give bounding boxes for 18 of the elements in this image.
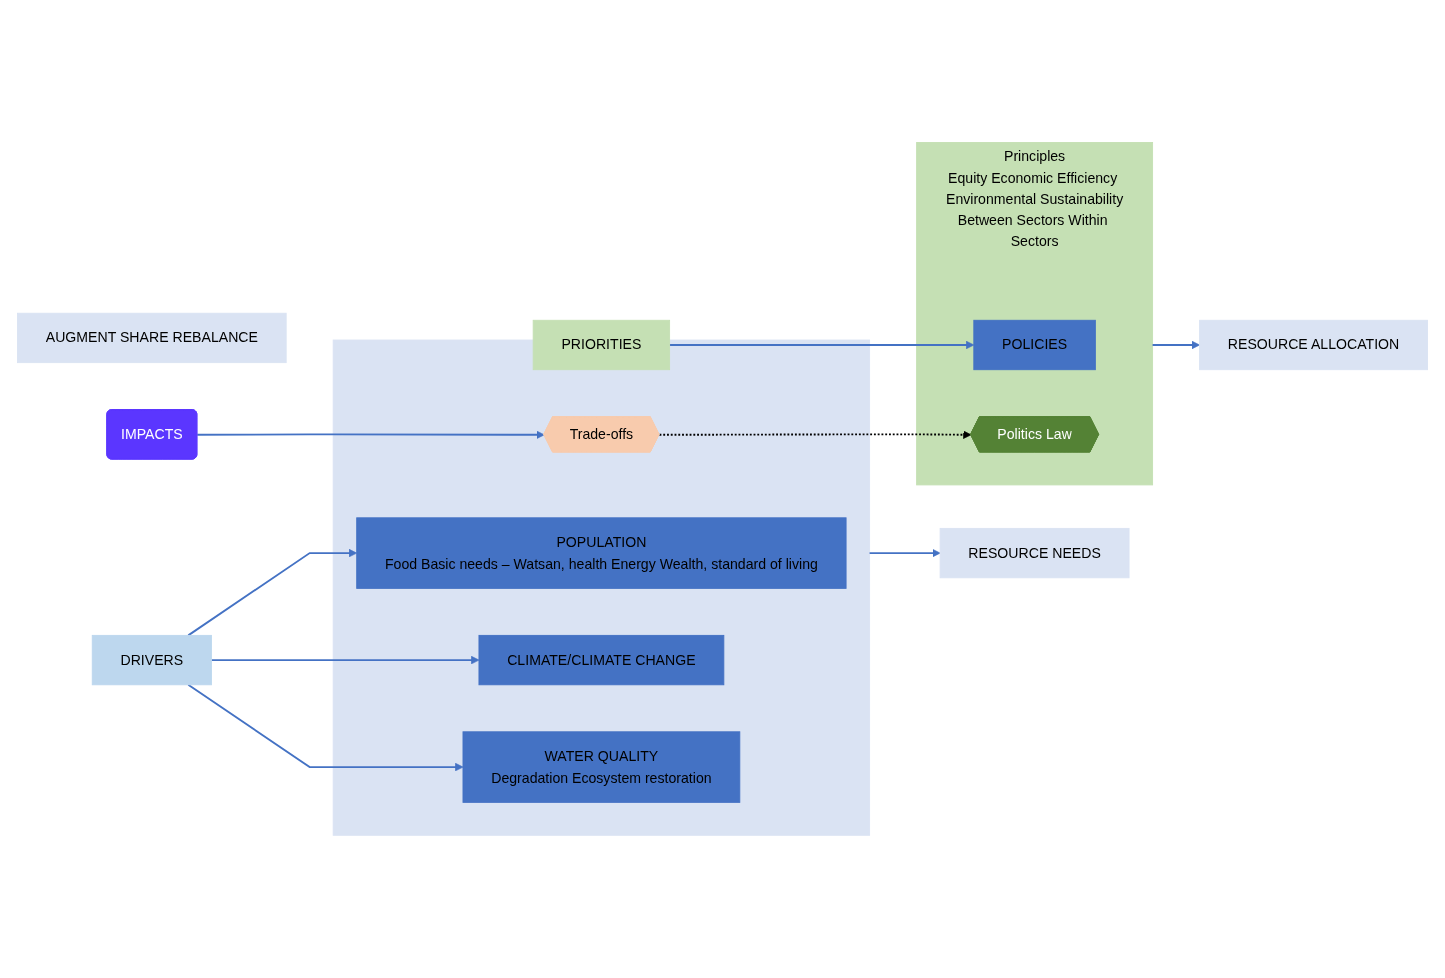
node-box: POLICIES (973, 319, 1096, 371)
node-box: AUGMENT SHARE REBALANCE (17, 312, 287, 364)
node-box: RESOURCE NEEDS (939, 528, 1130, 579)
arrow (210, 656, 480, 665)
arrow (196, 430, 545, 440)
arrow (1151, 340, 1200, 350)
node-box: WATER QUALITY Degradation Ecosystem restoration (462, 731, 741, 803)
node-box: PRIORITIES (532, 319, 671, 371)
arrow (187, 549, 358, 637)
arrow (868, 549, 941, 558)
arrow (668, 340, 975, 350)
node-box: POPULATION Food Basic needs – Watsan, health Energy Wealth, standard of living (356, 517, 847, 589)
node-box: RESOURCE ALLOCATION (1199, 319, 1428, 371)
node-box: DRIVERS (91, 635, 212, 686)
node-box: CLIMATE/CLIMATE CHANGE (478, 635, 725, 686)
arrow (658, 430, 972, 439)
arrow (187, 683, 464, 772)
cluster (332, 339, 871, 836)
